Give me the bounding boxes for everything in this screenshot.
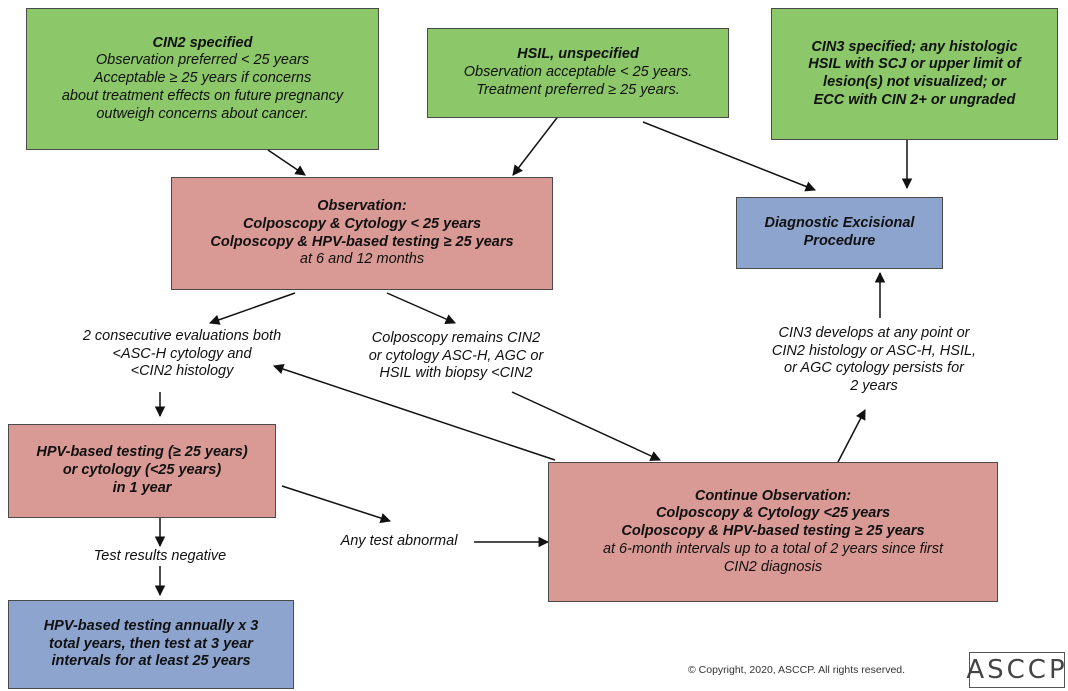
hsil-title: HSIL, unspecified	[517, 46, 639, 63]
cin2-line: Acceptable ≥ 25 years if concerns	[93, 70, 312, 87]
arrow-observation-to-consecutive	[209, 292, 296, 325]
arrow-continue-to-consecutive	[273, 364, 556, 461]
any-test-abnormal-label: Any test abnormal	[340, 533, 458, 549]
annual-line: intervals for at least 25 years	[51, 653, 251, 670]
hsil-line: Treatment preferred ≥ 25 years.	[476, 81, 680, 98]
label-line: 2 consecutive evaluations both	[82, 328, 282, 344]
cin3-develops-label: CIN3 develops at any point or CIN2 histo…	[745, 325, 1003, 396]
continue-line: Colposcopy & Cytology <25 years	[655, 505, 891, 522]
label-line: CIN2 histology or ASC-H, HSIL,	[771, 342, 977, 359]
cin2-specified-box: CIN2 specified Observation preferred < 2…	[26, 8, 379, 150]
annual-line: total years, then test at 3 year	[49, 635, 253, 652]
asccp-logo: ASCCP	[966, 652, 1065, 688]
label-line: <ASC-H cytology and	[112, 345, 252, 362]
continue-sub: at 6-month intervals up to a total of 2 …	[602, 540, 944, 557]
hpv-testing-line: in 1 year	[112, 479, 172, 496]
cin3-line: CIN3 specified; any histologic	[811, 38, 1018, 55]
arrow-observation-to-remains	[386, 292, 456, 324]
continue-sub: CIN2 diagnosis	[723, 558, 823, 575]
observation-box: Observation: Colposcopy & Cytology < 25 …	[171, 177, 553, 290]
hsil-line: Observation acceptable < 25 years.	[463, 64, 693, 81]
cin3-line: lesion(s) not visualized; or	[823, 74, 1006, 90]
observation-line: Colposcopy & HPV-based testing ≥ 25 year…	[210, 233, 514, 250]
arrow-hsil-to-excisional	[642, 121, 816, 192]
arrow-remains-to-continue	[511, 391, 661, 461]
label-line: or AGC cytology persists for	[784, 360, 964, 377]
continue-line: Colposcopy & HPV-based testing ≥ 25 year…	[621, 523, 925, 540]
cin2-line: about treatment effects on future pregna…	[61, 87, 344, 104]
colposcopy-remains-label: Colposcopy remains CIN2 or cytology ASC-…	[340, 330, 572, 383]
hsil-unspecified-box: HSIL, unspecified Observation acceptable…	[427, 28, 729, 118]
arrow-continue-to-cin3	[837, 409, 866, 463]
observation-title: Observation:	[317, 198, 407, 215]
annual-line: HPV-based testing annually x 3	[43, 617, 259, 634]
consecutive-evaluations-label: 2 consecutive evaluations both <ASC-H cy…	[52, 328, 312, 381]
label-line: HSIL with biopsy <CIN2	[379, 365, 533, 382]
observation-sub: at 6 and 12 months	[299, 251, 425, 268]
arrow-hpv-to-abnormal	[281, 485, 391, 524]
label-line: <CIN2 histology	[130, 363, 234, 380]
cin3-line: ECC with CIN 2+ or ungraded	[813, 91, 1016, 108]
test-results-negative-label: Test results negative	[93, 548, 227, 564]
arrow-hsil-to-observation	[512, 109, 564, 176]
label-line: or cytology ASC-H, AGC or	[368, 347, 544, 364]
cin2-line: Observation preferred < 25 years	[95, 52, 310, 69]
arrow-cin2-to-observation	[267, 149, 306, 176]
excisional-line: Procedure	[803, 233, 876, 249]
excisional-procedure-box: Diagnostic Excisional Procedure	[736, 197, 943, 269]
hpv-testing-1-year-box: HPV-based testing (≥ 25 years) or cytolo…	[8, 424, 276, 518]
hpv-testing-line: HPV-based testing (≥ 25 years)	[36, 444, 248, 461]
copyright-notice: © Copyright, 2020, ASCCP. All rights res…	[688, 664, 906, 676]
continue-observation-box: Continue Observation: Colposcopy & Cytol…	[548, 462, 998, 602]
cin3-line: HSIL with SCJ or upper limit of	[808, 56, 1021, 73]
annual-hpv-testing-box: HPV-based testing annually x 3 total yea…	[8, 600, 294, 689]
observation-line: Colposcopy & Cytology < 25 years	[242, 215, 482, 232]
cin2-line: outweigh concerns about cancer.	[96, 105, 309, 122]
label-line: CIN3 develops at any point or	[778, 325, 970, 341]
label-line: 2 years	[850, 378, 898, 395]
continue-title: Continue Observation:	[694, 487, 852, 504]
excisional-line: Diagnostic Excisional	[764, 215, 915, 232]
cin3-specified-box: CIN3 specified; any histologic HSIL with…	[771, 8, 1058, 140]
label-line: Colposcopy remains CIN2	[371, 330, 541, 346]
hpv-testing-line: or cytology (<25 years)	[62, 462, 222, 479]
cin2-title: CIN2 specified	[152, 34, 253, 51]
